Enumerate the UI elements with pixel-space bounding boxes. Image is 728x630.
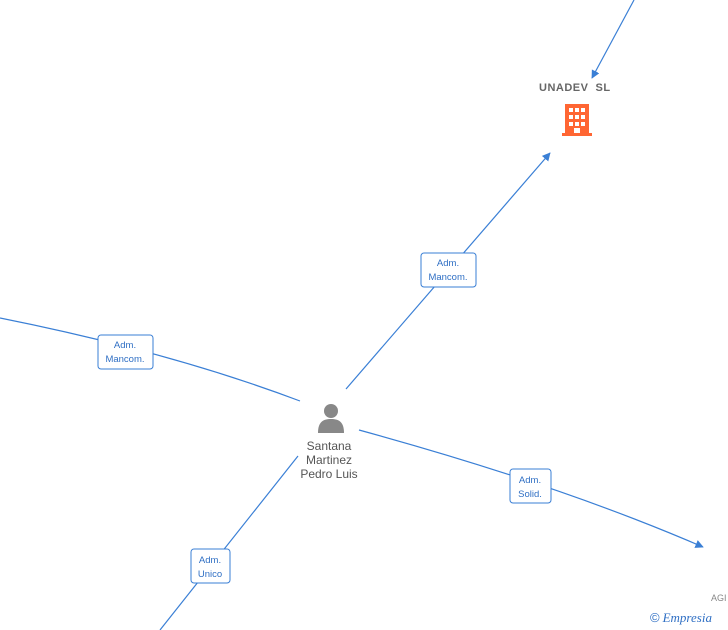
building-icon[interactable]: [562, 104, 592, 136]
edge-label-line1: Adm.: [437, 258, 459, 269]
copyright-icon: ©: [650, 610, 660, 625]
edge-label-line1: Adm.: [519, 475, 541, 486]
edge-label-to-company[interactable]: Adm. Mancom.: [420, 252, 477, 288]
edge-label-left[interactable]: Adm. Mancom.: [97, 334, 154, 370]
edge-left[interactable]: [0, 317, 301, 402]
person-name[interactable]: Santana Martinez Pedro Luis: [284, 439, 374, 481]
person-name-line3: Pedro Luis: [300, 467, 358, 481]
edge-label-line2: Solid.: [518, 489, 542, 500]
person-name-line2: Martinez: [305, 453, 352, 467]
person-name-line1: Santana: [306, 439, 352, 453]
cut-off-node-label: AGI: [711, 593, 727, 603]
edge-label-right[interactable]: Adm. Solid.: [509, 468, 552, 504]
edge-label-line2: Mancom.: [428, 272, 467, 283]
edge-label-line1: Adm.: [114, 340, 136, 351]
edge-label-bottom[interactable]: Adm. Unico: [190, 548, 231, 584]
edge-bottom[interactable]: [159, 455, 299, 630]
person-icon[interactable]: [318, 404, 344, 433]
company-name[interactable]: UNADEV SL: [539, 82, 611, 94]
edge-incoming-company[interactable]: [591, 0, 635, 79]
brand-logo: ©Empresia: [650, 610, 712, 626]
edge-label-line2: Unico: [198, 569, 222, 580]
edge-label-line2: Mancom.: [105, 354, 144, 365]
brand-name: Empresia: [662, 610, 712, 625]
edge-label-line1: Adm.: [199, 555, 221, 566]
